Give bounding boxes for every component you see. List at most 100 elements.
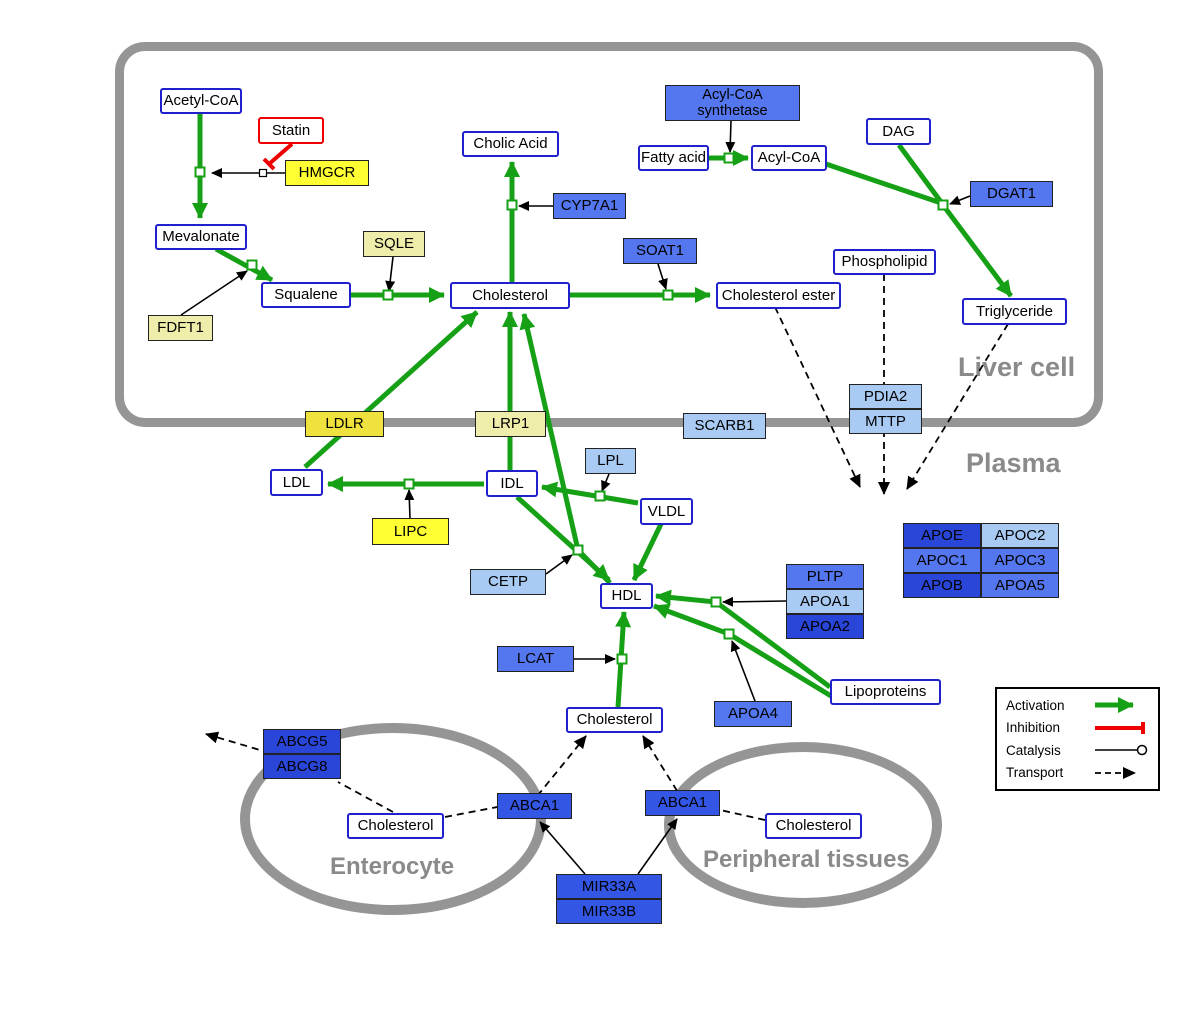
- node-statin[interactable]: Statin: [258, 117, 324, 144]
- node-apoc3[interactable]: APOC3: [981, 548, 1059, 573]
- reaction-node: [382, 289, 394, 301]
- reaction-node: [723, 628, 735, 640]
- catalysis-fdft1: [180, 270, 248, 316]
- legend-activation-label: Activation: [1006, 697, 1065, 713]
- catalysis-apoa1-apoa2: [722, 596, 787, 607]
- reaction-node: [194, 166, 206, 178]
- catalysis-acylcoa-synthetase: [725, 120, 736, 153]
- edge-vldl-hdl: [631, 522, 664, 582]
- node-abca1-enterocyte[interactable]: ABCA1: [497, 793, 572, 819]
- edge-dgat1node-triglyceride: [940, 203, 1014, 298]
- node-lpl[interactable]: LPL: [585, 448, 636, 474]
- node-apoa2[interactable]: APOA2: [786, 614, 864, 639]
- node-lipc[interactable]: LIPC: [372, 518, 449, 545]
- catalysis-lpl: [601, 473, 611, 492]
- legend-row-inhibition: Inhibition: [1006, 720, 1149, 736]
- node-apoc1[interactable]: APOC1: [903, 548, 981, 573]
- node-dag[interactable]: DAG: [866, 118, 931, 145]
- node-ldl[interactable]: LDL: [270, 469, 323, 496]
- node-pltp[interactable]: PLTP: [786, 564, 864, 589]
- reaction-node: [506, 199, 518, 211]
- catalysis-sqle: [385, 256, 396, 292]
- catalysis-cetp: [545, 554, 573, 575]
- catalysis-circle-icon: [1095, 745, 1148, 756]
- node-abcg5[interactable]: ABCG5: [263, 729, 341, 754]
- node-cetp[interactable]: CETP: [470, 569, 546, 595]
- node-cyp7a1[interactable]: CYP7A1: [553, 193, 626, 219]
- edge-mir33-abca1-peripheral: [637, 818, 678, 875]
- node-sqle[interactable]: SQLE: [363, 231, 425, 257]
- edge-dag-dgat1node: [896, 143, 944, 204]
- node-cholesterol-ester[interactable]: Cholesterol ester: [716, 282, 841, 309]
- node-idl[interactable]: IDL: [486, 470, 538, 497]
- node-mir33a[interactable]: MIR33A: [556, 874, 662, 899]
- node-phospholipid[interactable]: Phospholipid: [833, 249, 936, 275]
- transport-triglyceride-plasma: [906, 323, 1009, 490]
- reaction-node: [403, 478, 415, 490]
- node-cholesterol-peripheral[interactable]: Cholesterol: [765, 813, 862, 839]
- liver-cell-label: Liver cell: [958, 352, 1076, 382]
- inhibition-statin-hmgcr: [267, 142, 294, 166]
- node-abca1-peripheral[interactable]: ABCA1: [645, 790, 720, 816]
- node-lcat[interactable]: LCAT: [497, 646, 574, 672]
- legend-row-activation: Activation: [1006, 697, 1149, 714]
- node-dgat1[interactable]: DGAT1: [970, 181, 1053, 207]
- catalysis-edges: [180, 120, 971, 875]
- node-hmgcr[interactable]: HMGCR: [285, 160, 369, 186]
- node-apoa5[interactable]: APOA5: [981, 573, 1059, 598]
- node-ldlr[interactable]: LDLR: [305, 411, 384, 437]
- node-pdia2[interactable]: PDIA2: [849, 384, 922, 409]
- reaction-nodes: [194, 152, 949, 665]
- node-lipoproteins[interactable]: Lipoproteins: [830, 679, 941, 705]
- node-squalene[interactable]: Squalene: [261, 282, 351, 308]
- anchor-node: [258, 168, 268, 178]
- node-acetyl-coa[interactable]: Acetyl-CoA: [160, 88, 242, 114]
- node-apoa4[interactable]: APOA4: [714, 701, 792, 727]
- node-cholesterol-liver[interactable]: Cholesterol: [450, 282, 570, 309]
- node-mevalonate[interactable]: Mevalonate: [155, 224, 247, 250]
- node-acyl-coa-synthetase[interactable]: Acyl-CoA synthetase: [665, 85, 800, 121]
- catalysis-dgat1: [949, 195, 971, 205]
- node-mir33b[interactable]: MIR33B: [556, 899, 662, 924]
- node-acyl-coa[interactable]: Acyl-CoA: [751, 145, 827, 171]
- reaction-node: [572, 544, 584, 556]
- edge-vldl-idl: [541, 481, 639, 506]
- node-fatty-acid[interactable]: Fatty acid: [638, 145, 709, 171]
- plasma-label: Plasma: [966, 448, 1061, 478]
- inhibition-tbar-icon: [1095, 721, 1145, 734]
- node-apoa1[interactable]: APOA1: [786, 589, 864, 614]
- node-cholesterol-enterocyte[interactable]: Cholesterol: [347, 813, 444, 839]
- legend: Activation Inhibition Catalysis Transpor…: [995, 687, 1160, 791]
- reaction-node: [246, 259, 258, 271]
- node-scarb1[interactable]: SCARB1: [683, 413, 766, 439]
- reaction-node: [723, 152, 735, 164]
- peripheral-tissues-label: Peripheral tissues: [703, 846, 910, 873]
- node-triglyceride[interactable]: Triglyceride: [962, 298, 1067, 325]
- transport-abcg-excretion: [205, 731, 271, 754]
- catalysis-apoa4: [730, 640, 756, 702]
- legend-inhibition-label: Inhibition: [1006, 720, 1061, 736]
- node-cholic-acid[interactable]: Cholic Acid: [462, 131, 559, 157]
- node-lrp1[interactable]: LRP1: [475, 411, 546, 437]
- catalysis-lipc: [404, 489, 415, 519]
- node-hdl[interactable]: HDL: [600, 583, 653, 609]
- activation-arrow-icon: [1095, 697, 1134, 714]
- enterocyte-label: Enterocyte: [330, 853, 455, 880]
- node-mttp[interactable]: MTTP: [849, 409, 922, 434]
- enterocyte-compartment: [240, 723, 546, 915]
- reaction-node: [937, 199, 949, 211]
- node-apoc2[interactable]: APOC2: [981, 523, 1059, 548]
- node-cholesterol-plasma[interactable]: Cholesterol: [566, 707, 663, 733]
- edge-acylcoa-dgat1node: [825, 161, 942, 206]
- inhibition-edges: [262, 142, 294, 171]
- node-vldl[interactable]: VLDL: [640, 498, 693, 525]
- liver-cell-compartment: [115, 42, 1103, 427]
- transport-cholesterol-abcg: [337, 781, 394, 813]
- node-apoe[interactable]: APOE: [903, 523, 981, 548]
- node-apob[interactable]: APOB: [903, 573, 981, 598]
- node-soat1[interactable]: SOAT1: [623, 238, 697, 264]
- node-fdft1[interactable]: FDFT1: [148, 315, 213, 341]
- node-abcg8[interactable]: ABCG8: [263, 754, 341, 779]
